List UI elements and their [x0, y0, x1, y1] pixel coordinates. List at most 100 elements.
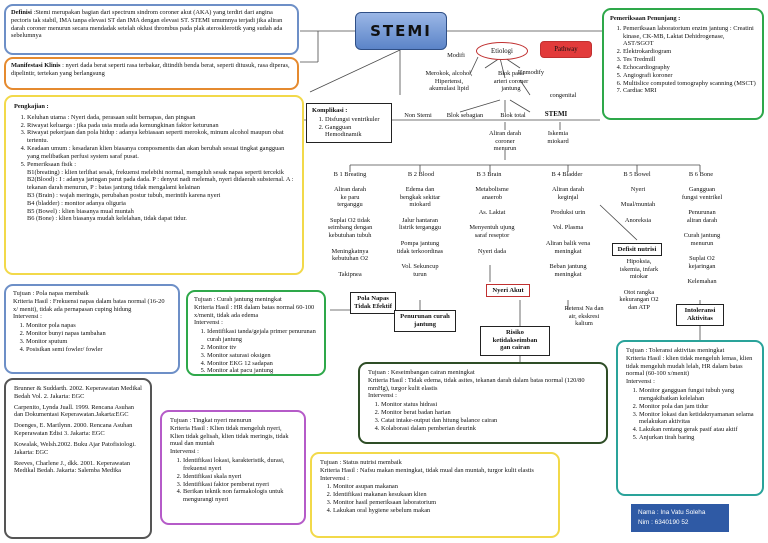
- tujuan-aktivitas-head: Tujuan : Toleransi aktivitas meningkat K…: [626, 347, 753, 386]
- manifestasi-box: Manifestasi Klinis : nyeri dada berat se…: [4, 57, 299, 90]
- non-stemi-node: Non Stemi: [404, 112, 432, 119]
- komplikasi-list: Disfungsi ventrikuler Gangguan Hemodinam…: [312, 116, 386, 139]
- referensi-entry: Kowalak, Welsh.2002. Buku Ajar Patofisio…: [14, 440, 136, 456]
- tujuan-nutrisi-box: Tujuan : Status nutrisi membaik Kriteria…: [310, 452, 560, 538]
- modifi-node: Modifi: [447, 52, 465, 59]
- pemeriksaan-box: Pemeriksaan Penunjang : Pemeriksaan labo…: [602, 8, 764, 120]
- referensi-entry: Brunner & Suddarth. 2002. Keperawatan Me…: [14, 385, 142, 400]
- fisik-b4: B4 (bladder) : monitor adanya oliguria: [27, 199, 126, 207]
- tujuan-aktivitas-list: Monitor gangguan fungsi tubuh yang menga…: [626, 387, 754, 442]
- fisik-b6: B6 (Bone) : klien biasanya mudah kelelah…: [27, 215, 187, 223]
- manifestasi-label: Manifestasi Klinis: [11, 62, 61, 69]
- intervensi-item: Monitor ttv: [207, 344, 318, 352]
- aliran-darah-node: Aliran darah coroner menurun: [488, 130, 522, 153]
- b1-node: B 1 Breating: [333, 171, 367, 178]
- pengkajian-item: Riwayat keluarga : jika pada usia muda a…: [27, 122, 294, 130]
- iskemia-node: Iskemia miokard: [547, 130, 569, 145]
- tujuan-aktivitas-box: Tujuan : Toleransi aktivitas meningkat K…: [616, 340, 764, 496]
- definisi-box: Definisi :Stemi merupakan bagian dari sp…: [4, 4, 299, 55]
- author-nim: Nim : 6340190 52: [638, 518, 689, 526]
- pengkajian-fisik-label: Pemeriksaan fisik :: [27, 160, 76, 168]
- b2-node: B 2 Blood: [407, 171, 435, 178]
- intervensi-item: Posisikan semi fowler/ fowler: [26, 346, 171, 354]
- pemeriksaan-item: Echocardiography: [623, 64, 756, 72]
- pengkajian-item: Keadaan umum : kesadaran klien biasanya …: [27, 145, 294, 161]
- intervensi-item: Kolaborasi dalam pemberian deurink: [381, 425, 598, 433]
- b6-node: B 6 Bone: [688, 171, 714, 178]
- b5-chain2: Hipoksia, iskemia, infark miokar Otot ra…: [619, 258, 659, 312]
- komplikasi-label: Komplikasi :: [312, 107, 348, 114]
- dx-cairan: Risiko ketidakseimban gan cairan: [480, 326, 550, 356]
- komplikasi-item: Gangguan Hemodinamik: [325, 124, 386, 140]
- tujuan-curah-list: Identifikasi tanda/gejala primer penurun…: [194, 328, 318, 374]
- pemeriksaan-item: Cardiac MRI: [623, 87, 756, 95]
- pengkajian-label: Pengkajian :: [14, 103, 49, 110]
- pathway-node: Pathway: [540, 41, 592, 58]
- pemeriksaan-item: Multislice computed tomography scanning …: [623, 80, 756, 88]
- b5-chain: Nyeri Mual/muntah Anoreksia: [620, 186, 656, 224]
- definisi-label: Definisi: [11, 9, 32, 16]
- pengkajian-box: Pengkajian : Keluhan utama : Nyeri dada,…: [4, 95, 304, 275]
- dx-nutrisi: Defisit nutrisi: [612, 243, 662, 256]
- intervensi-item: Monitor pola dan jam tidur: [639, 403, 754, 411]
- congenital-node: congenital: [549, 92, 577, 99]
- intervensi-item: Berikan teknik non farmakologis untuk me…: [183, 488, 296, 504]
- intervensi-item: Monitor saturasi oksigen: [207, 352, 318, 360]
- blok-pada-node: Blok pada arteri coroner jantung: [493, 70, 529, 93]
- tujuan-curah-box: Tujuan : Curah jantung meningkat Kriteri…: [186, 290, 326, 376]
- manifestasi-text: : nyeri dada berat seperti rasa terbakar…: [11, 62, 290, 77]
- author-box: Nama : Ina Vatu Soleha Nim : 6340190 52: [631, 504, 729, 532]
- referensi-box: Brunner & Suddarth. 2002. Keperawatan Me…: [4, 378, 152, 539]
- definisi-text: :Stemi merupakan bagian dari spectrum si…: [11, 9, 283, 40]
- b5-node: B 5 Bowel: [623, 171, 651, 178]
- intervensi-item: Identifikasi tanda/gejala primer penurun…: [207, 328, 318, 344]
- dx-pola-napas: Pola Napas Tidak Efektif: [350, 292, 396, 314]
- intervensi-item: Anjurkan tirah baring: [639, 434, 754, 442]
- referensi-entry: Doenges, E. Marilynn. 2000. Rencana Asuh…: [14, 422, 133, 438]
- b3-chain: Metabolisme anaerob As. Laktat Menyentuh…: [469, 186, 515, 255]
- fisik-b2: B2(Blood) : I : adanya jaringan parut pa…: [27, 176, 294, 192]
- intervensi-item: Lakukan rentang gerak pasif atau aktif: [639, 426, 754, 434]
- pemeriksaan-item: Elektrokardiogram: [623, 48, 756, 56]
- pengkajian-list: Keluhan utama : Nyeri dada, perasaan sul…: [14, 114, 294, 223]
- intervensi-item: Monitor bunyi napas tambahan: [26, 330, 171, 338]
- b4-chain: Aliran darah keginjal Produksi urin Vol.…: [545, 186, 591, 278]
- intervensi-item: Identifikasi makanan kesukaan klien: [333, 491, 550, 499]
- intervensi-item: Identifikasi faktor pemberat nyeri: [183, 481, 296, 489]
- b3-node: B 3 Brain: [476, 171, 502, 178]
- intervensi-item: Monitor status hidrasi: [381, 401, 598, 409]
- komplikasi-item: Disfungsi ventrikuler: [325, 116, 386, 124]
- pemeriksaan-item: Tes Tredmill: [623, 56, 756, 64]
- b1-chain: Aliran darah ke paru terganggu Suplai O2…: [327, 186, 373, 278]
- stemi-node: STEMI: [544, 110, 568, 118]
- intervensi-item: Identifikasi lokasi, karakteristik, dura…: [183, 457, 296, 473]
- fisik-b5: B5 (Bowel) : klien biasanya mual muntah: [27, 207, 134, 215]
- tujuan-cairan-list: Monitor status hidrasi Monitor berat bad…: [368, 401, 598, 432]
- intervensi-item: Monitor gangguan fungsi tubuh yang menga…: [639, 387, 754, 403]
- author-nama: Nama : Ina Vatu Soleha: [638, 509, 706, 516]
- intervensi-item: Catat intake-output dan hitung balance c…: [381, 417, 598, 425]
- referensi-entry: Carpenito, Lynda Juall. 1999. Rencana As…: [14, 403, 134, 419]
- intervensi-item: Monitor sputum: [26, 338, 171, 346]
- tujuan-nyeri-list: Identifikasi lokasi, karakteristik, dura…: [170, 457, 296, 504]
- fisik-b1: B1(breating) : klien terlihat sesak, fre…: [27, 168, 284, 176]
- intervensi-item: Monitor lokasi dan ketidaknyamanan selam…: [639, 411, 754, 427]
- pemeriksaan-list: Pemeriksaan laboratorium enzim jantung :…: [610, 25, 756, 95]
- dx-nyeri-akut: Nyeri Akut: [486, 284, 530, 297]
- intervensi-item: Monitor alat pacu jantung: [207, 367, 318, 374]
- pemeriksaan-label: Pemeriksaan Penunjang :: [610, 15, 681, 22]
- tujuan-napas-box: Tujuan : Pola napas membaik Kriteria Has…: [4, 284, 180, 374]
- intervensi-item: Monitor pola napas: [26, 322, 171, 330]
- b2-chain: Edema dan bengkak sekitar miokard Jalur …: [396, 186, 444, 278]
- pemeriksaan-item: Pemeriksaan laboratorium enzim jantung :…: [623, 25, 756, 48]
- fisik-b3: B3 (Brain) : wajah meringis, perubahan p…: [27, 191, 221, 199]
- intervensi-item: Monitor asupan makanan: [333, 483, 550, 491]
- referensi-entry: Reeves, Charlene J., dkk. 2001. Keperawa…: [14, 459, 131, 475]
- etiologi-node: Etiologi: [476, 42, 528, 60]
- tujuan-nutrisi-list: Monitor asupan makanan Identifikasi maka…: [320, 483, 550, 514]
- intervensi-item: Monitor hasil pemeriksaan laboratorium: [333, 499, 550, 507]
- komplikasi-box: Komplikasi : Disfungsi ventrikuler Gangg…: [306, 103, 392, 143]
- stemi-title: STEMI: [355, 12, 447, 50]
- tujuan-cairan-head: Tujuan : Keseimbangan cairan meningkat K…: [368, 369, 585, 400]
- tujuan-nutrisi-head: Tujuan : Status nutrisi membaik Kriteria…: [320, 459, 534, 482]
